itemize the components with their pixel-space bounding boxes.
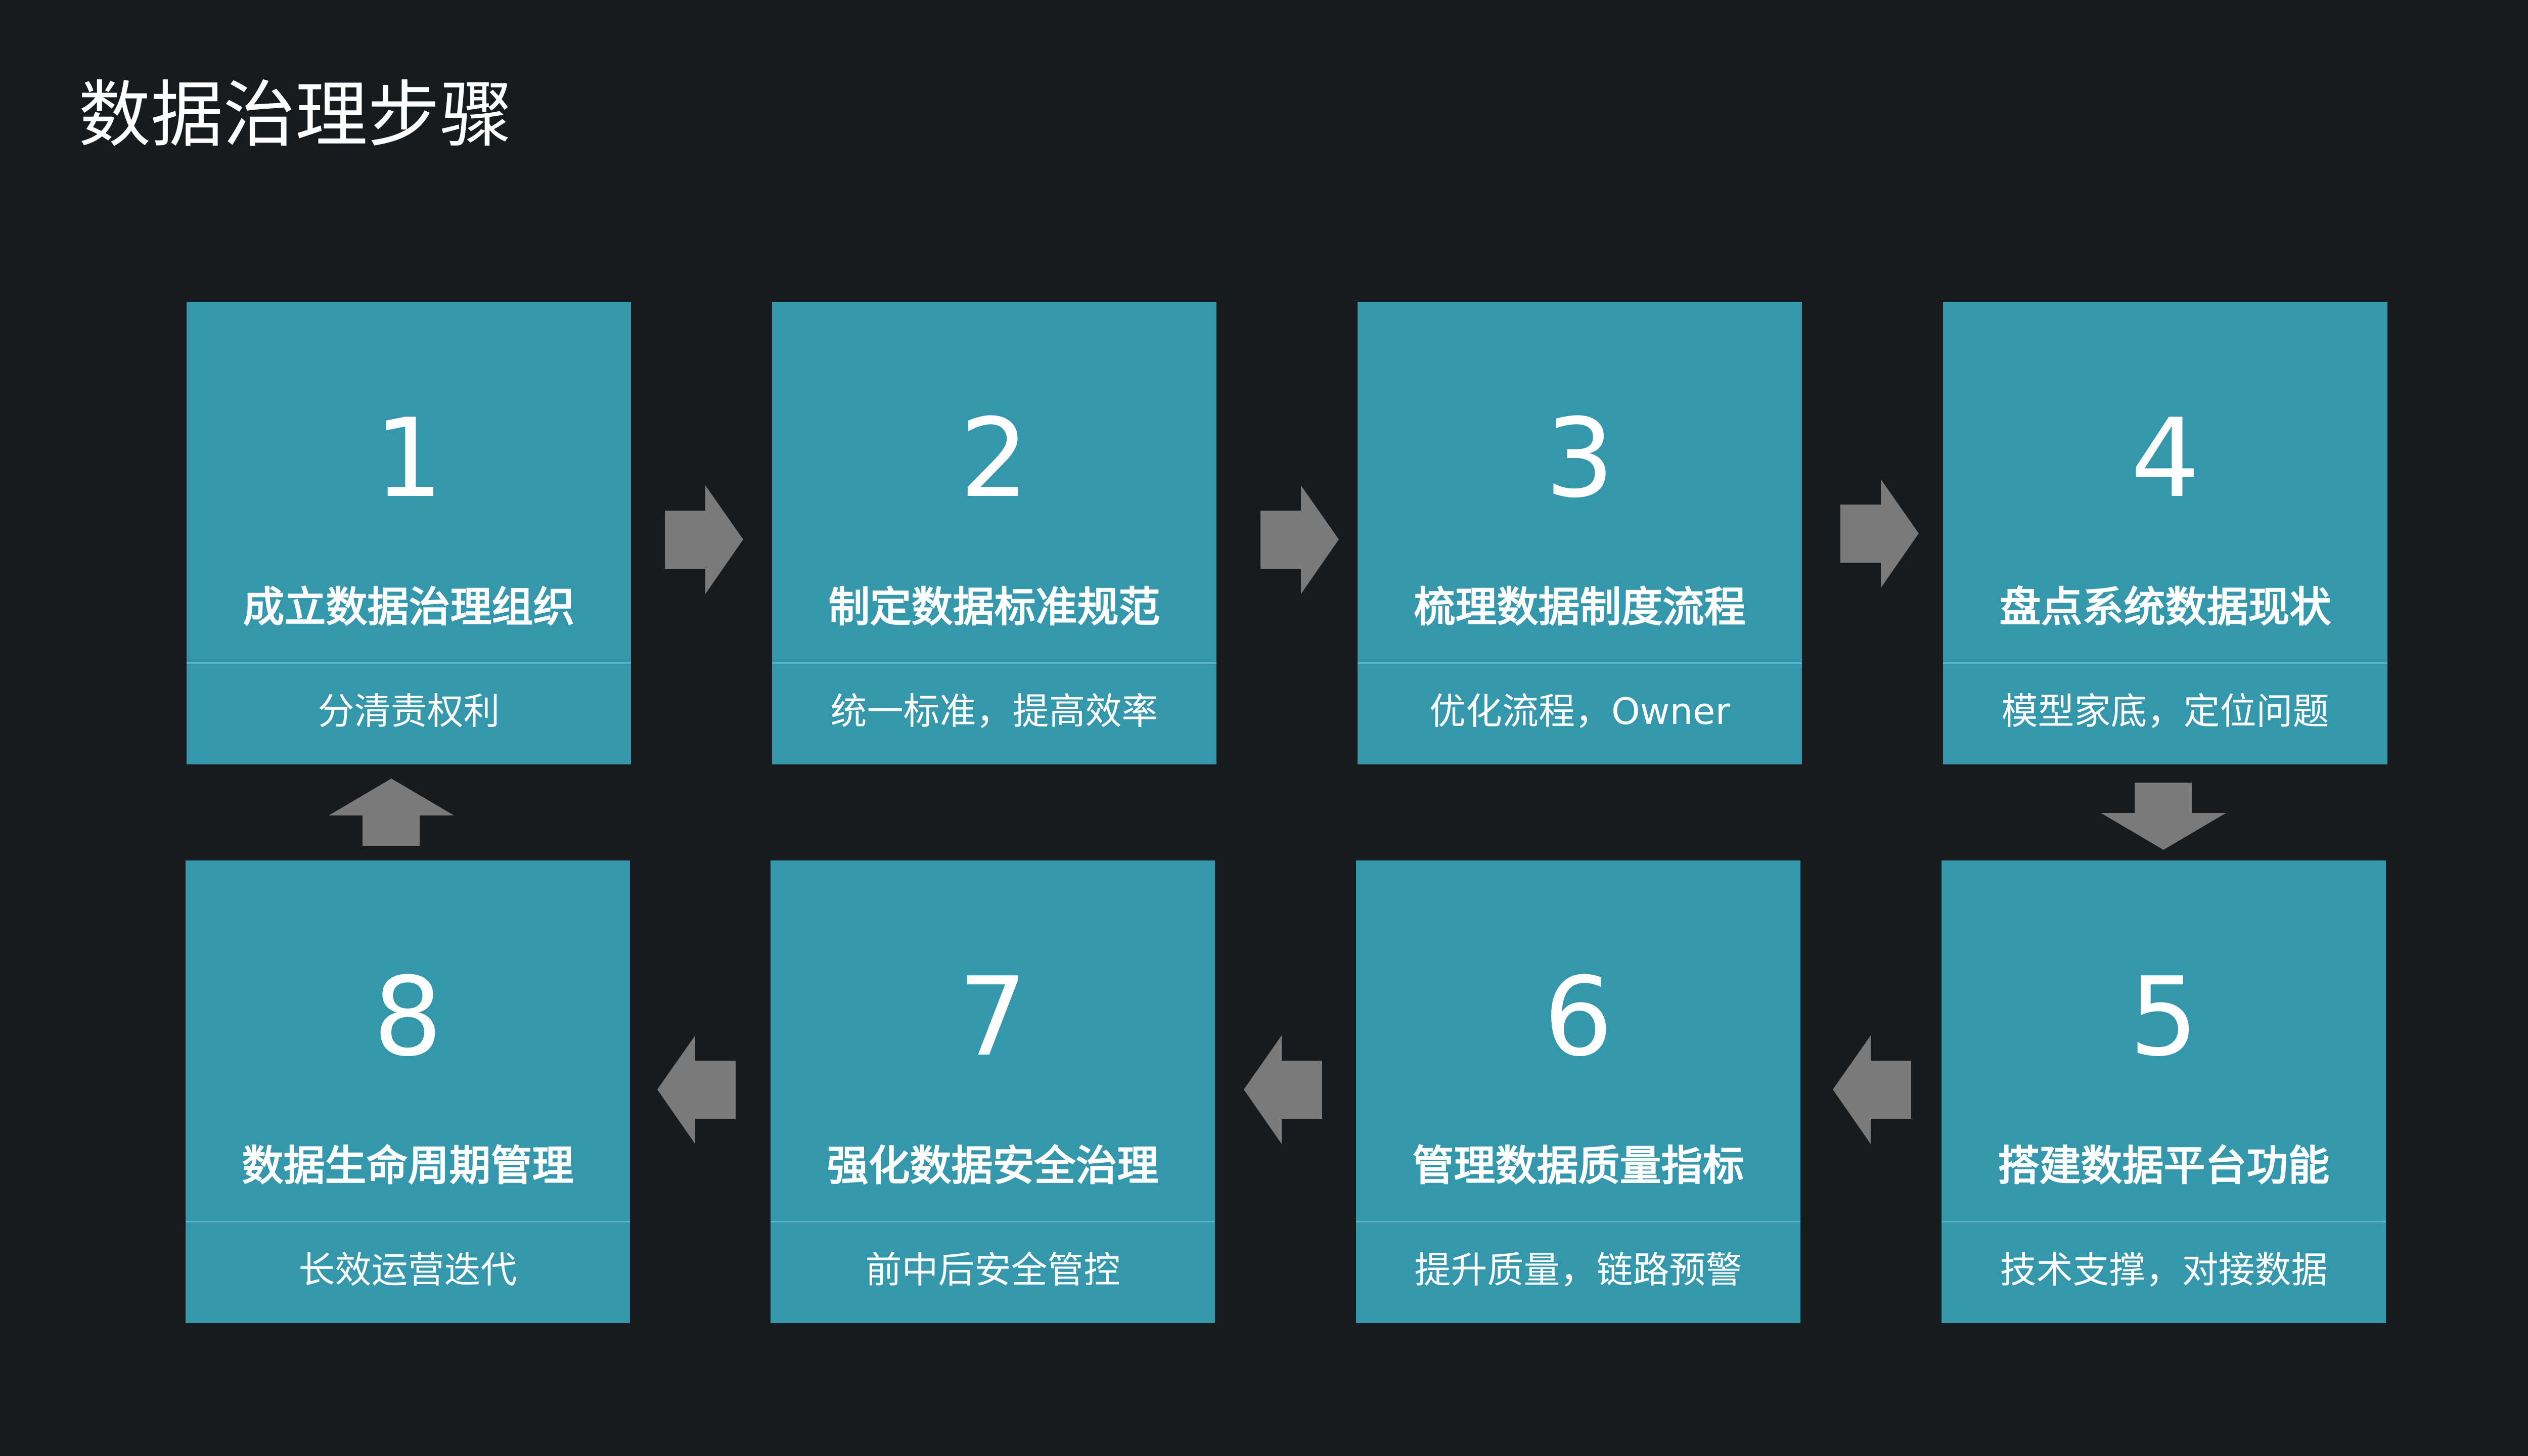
step-description: 统一标准，提高效率 <box>830 690 1158 733</box>
step-title: 梳理数据制度流程 <box>1414 583 1746 631</box>
step-card-1: 1 成立数据治理组织 分清责权利 <box>187 302 631 764</box>
arrow-left-icon <box>1833 1035 1911 1144</box>
step-title: 数据生命周期管理 <box>242 1142 574 1190</box>
step-number: 7 <box>958 953 1027 1080</box>
step-description: 提升质量，链路预警 <box>1414 1249 1742 1291</box>
step-card-4: 4 盘点系统数据现状 模型家底，定位问题 <box>1943 302 2387 764</box>
step-description: 模型家底，定位问题 <box>2001 690 2329 733</box>
step-description: 分清责权利 <box>318 690 500 733</box>
arrow-up-icon <box>329 779 454 846</box>
step-card-2: 2 制定数据标准规范 统一标准，提高效率 <box>772 302 1216 764</box>
step-description: 优化流程，Owner <box>1429 690 1731 733</box>
step-number: 8 <box>373 953 442 1080</box>
step-description: 技术支撑，对接数据 <box>2000 1249 2328 1291</box>
divider <box>772 662 1216 664</box>
step-card-3: 3 梳理数据制度流程 优化流程，Owner <box>1358 302 1802 764</box>
step-card-6: 6 管理数据质量指标 提升质量，链路预警 <box>1356 860 1800 1323</box>
step-card-7: 7 强化数据安全治理 前中后安全管控 <box>771 860 1215 1323</box>
divider <box>771 1221 1215 1222</box>
step-number: 3 <box>1545 395 1614 522</box>
step-number: 1 <box>374 395 443 522</box>
divider <box>1942 1221 2386 1222</box>
step-number: 4 <box>2131 395 2200 522</box>
step-number: 5 <box>2129 953 2198 1080</box>
step-description: 前中后安全管控 <box>865 1249 1120 1291</box>
arrow-left-icon <box>657 1035 736 1144</box>
step-card-5: 5 搭建数据平台功能 技术支撑，对接数据 <box>1942 860 2386 1323</box>
step-title: 搭建数据平台功能 <box>1998 1142 2330 1190</box>
page-title: 数据治理步骤 <box>78 73 512 157</box>
divider <box>1943 662 2387 664</box>
step-number: 2 <box>960 395 1029 522</box>
step-title: 制定数据标准规范 <box>828 583 1160 631</box>
arrow-right-icon <box>1840 479 1919 588</box>
arrow-down-icon <box>2101 783 2226 850</box>
arrow-left-icon <box>1244 1035 1322 1144</box>
divider <box>1356 1221 1800 1222</box>
step-description: 长效运营迭代 <box>298 1249 517 1291</box>
step-title: 强化数据安全治理 <box>827 1142 1159 1190</box>
divider <box>187 662 631 664</box>
divider <box>186 1221 630 1222</box>
step-title: 成立数据治理组织 <box>243 583 575 631</box>
arrow-right-icon <box>1260 485 1339 594</box>
step-title: 盘点系统数据现状 <box>1999 583 2331 631</box>
arrow-right-icon <box>665 485 743 594</box>
step-title: 管理数据质量指标 <box>1412 1142 1744 1190</box>
divider <box>1358 662 1802 664</box>
step-number: 6 <box>1544 953 1613 1080</box>
step-card-8: 8 数据生命周期管理 长效运营迭代 <box>186 860 630 1323</box>
